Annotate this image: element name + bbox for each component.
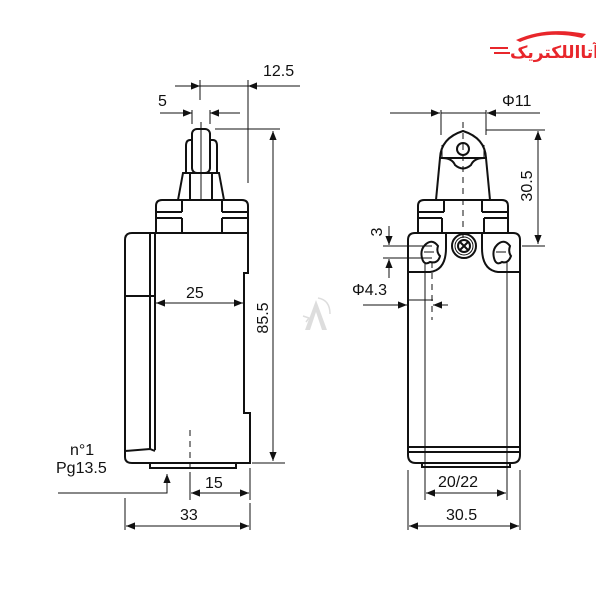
- dim-roller-offset: 12.5: [263, 63, 294, 80]
- cover-screw: [451, 233, 477, 259]
- callout-label-1: n°1: [70, 442, 94, 459]
- dim-mounting-spacing: 20/22: [438, 474, 478, 491]
- dim-body-depth: 25: [186, 285, 204, 302]
- dim-roller-diameter: Φ11: [502, 93, 531, 110]
- watermark-logo-icon: [302, 297, 331, 330]
- switch-body-front: [407, 232, 521, 464]
- dim-actuator-height: 30.5: [519, 170, 536, 201]
- conduit-entry-front: [421, 462, 511, 468]
- dim-conduit-offset: 15: [205, 475, 223, 492]
- logo-text: آتااللکتریک: [510, 41, 596, 63]
- front-view: Φ11 30.5 3 Φ4.3 20/22 30.5: [352, 93, 545, 530]
- switch-body: [124, 232, 251, 464]
- dim-total-depth: 33: [180, 507, 198, 524]
- brand-logo: آتااللکتریک: [490, 31, 596, 63]
- dim-mounting-hole: Φ4.3: [352, 282, 387, 299]
- dim-total-height: 85.5: [255, 302, 272, 333]
- conduit-entry: [149, 462, 237, 469]
- dim-roller-width: 5: [158, 93, 167, 110]
- logo-swoosh-icon: [516, 31, 586, 42]
- side-view: 5 12.5 85.5 25 n°1 Pg13.5 15: [56, 63, 300, 530]
- mounting-slot-right: [492, 240, 513, 265]
- callout-label-2: Pg13.5: [56, 460, 107, 477]
- dim-slot-height: 3: [369, 227, 386, 236]
- mounting-slot-left: [420, 240, 442, 265]
- dim-total-width: 30.5: [446, 507, 477, 524]
